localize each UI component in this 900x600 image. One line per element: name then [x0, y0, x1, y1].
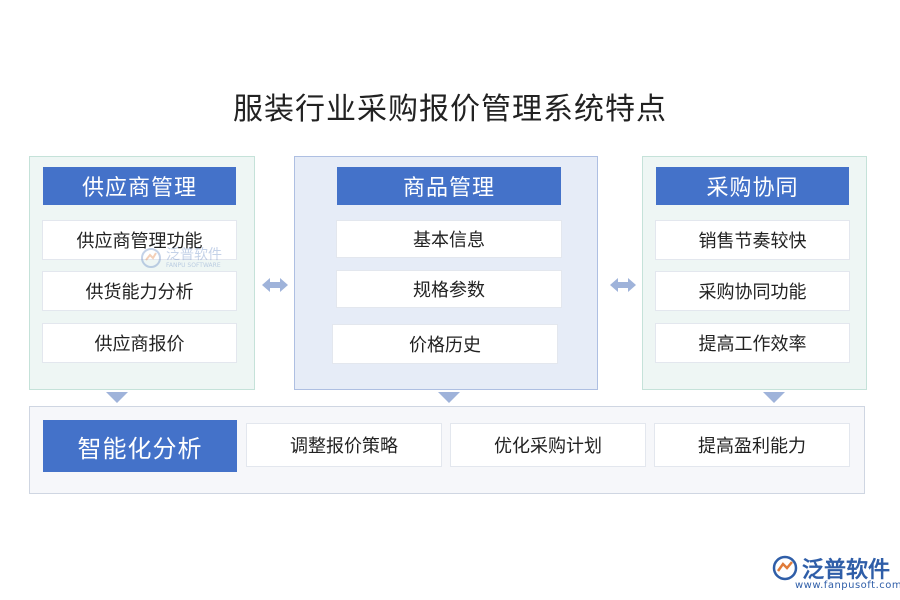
collab-item-1: 销售节奏较快 — [656, 221, 849, 259]
down-arrow-icon-center — [438, 392, 460, 403]
supplier-item-1: 供应商管理功能 — [43, 221, 236, 259]
analysis-item-1: 调整报价策略 — [247, 424, 441, 466]
watermark-text: 泛普软件 — [166, 246, 222, 263]
watermark-icon — [141, 248, 161, 268]
brand-logo-icon — [772, 555, 798, 581]
page-title: 服装行业采购报价管理系统特点 — [233, 92, 667, 127]
down-arrow-icon-left — [106, 392, 128, 403]
analysis-header: 智能化分析 — [43, 420, 237, 472]
supplier-item-2: 供货能力分析 — [43, 272, 236, 310]
brand-url: www.fanpusoft.com — [795, 580, 900, 591]
collab-item-2: 采购协同功能 — [656, 272, 849, 310]
supplier-header: 供应商管理 — [43, 167, 236, 205]
collab-header: 采购协同 — [656, 167, 849, 205]
left-double-arrow-icon — [262, 278, 288, 292]
brand-logo-text: 泛普软件 — [802, 558, 891, 583]
analysis-item-3: 提高盈利能力 — [655, 424, 849, 466]
watermark-subtext: FANPU SOFTWARE — [166, 261, 221, 269]
collab-item-3: 提高工作效率 — [656, 324, 849, 362]
right-double-arrow-icon — [610, 278, 636, 292]
analysis-item-2: 优化采购计划 — [451, 424, 645, 466]
supplier-item-3: 供应商报价 — [43, 324, 236, 362]
product-item-1: 基本信息 — [337, 221, 561, 257]
product-item-3: 价格历史 — [333, 325, 557, 363]
down-arrow-icon-right — [763, 392, 785, 403]
brand-logo: 泛普软件 — [772, 552, 890, 584]
product-header: 商品管理 — [337, 167, 561, 205]
product-item-2: 规格参数 — [337, 271, 561, 307]
watermark-logo: 泛普软件 FANPU SOFTWARE — [140, 238, 250, 278]
